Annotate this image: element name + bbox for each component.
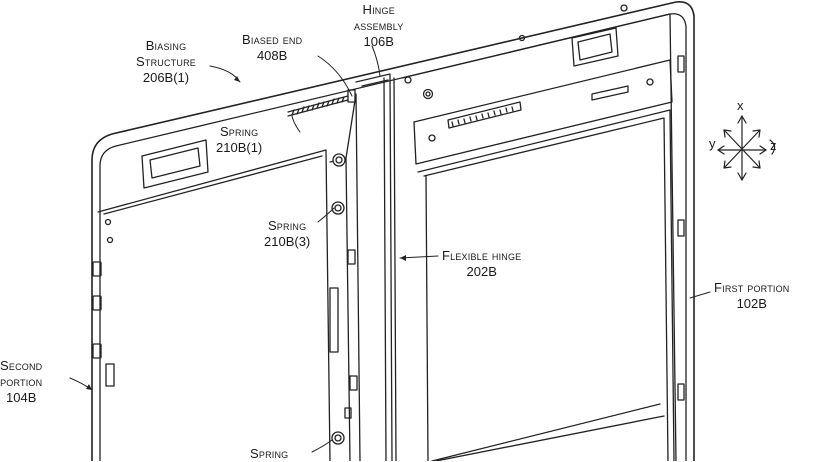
biasing-spring-coil xyxy=(287,95,349,117)
axis-x-label: x xyxy=(737,98,744,113)
spring-1-ref: 210B(1) xyxy=(216,140,263,155)
biasing-structure-ref: 206B(1) xyxy=(142,70,190,85)
leader-arrowheads xyxy=(86,76,406,390)
second-portion-ref: 104B xyxy=(6,390,37,405)
hinge-assembly-ref: 106B xyxy=(363,34,394,49)
second-portion-screen xyxy=(97,149,331,461)
first-portion-ref: 102B xyxy=(736,296,767,311)
hinge-assembly-line1: Hinge xyxy=(362,2,395,17)
biased-end-line1: Biased end xyxy=(242,32,303,47)
hinge-assembly-strip xyxy=(355,73,393,461)
device-outer-frame xyxy=(91,0,695,461)
hinge-assembly-line2: assembly xyxy=(354,18,404,33)
spring-1-line1: Spring xyxy=(219,124,259,139)
device-inner-frame xyxy=(99,13,687,461)
first-portion-screen xyxy=(417,109,675,461)
spring-bottom-line1: Spring xyxy=(250,446,289,461)
axis-z-label: z xyxy=(770,138,777,153)
biased-end-ref: 408B xyxy=(256,48,288,63)
second-portion-line2: portion xyxy=(0,374,43,389)
flexible-hinge-label: Flexible hinge 202B xyxy=(442,248,521,280)
second-portion-line1: Second xyxy=(0,358,43,373)
spring-knob-1 xyxy=(332,153,346,167)
first-portion-panel xyxy=(401,13,677,461)
biasing-structure-line1: Biasing xyxy=(145,38,187,53)
flexible-hinge-line xyxy=(393,77,397,461)
spring-knob-3 xyxy=(331,201,345,215)
axes-indicator xyxy=(717,115,776,181)
spring-1-label: Spring 210B(1) xyxy=(216,124,262,156)
top-bezel-plate xyxy=(413,59,673,165)
camera-housing-left xyxy=(141,139,209,189)
second-portion-label: Second portion 104B xyxy=(0,358,42,406)
biased-end-label: Biased end 408B xyxy=(242,32,302,64)
spring-3-line1: Spring xyxy=(267,218,307,233)
first-portion-line1: First portion xyxy=(714,280,790,295)
flexible-hinge-ref: 202B xyxy=(466,264,497,279)
spring-3-ref: 210B(3) xyxy=(264,234,311,249)
first-portion-label: First portion 102B xyxy=(714,280,790,312)
camera-housing-right xyxy=(571,27,619,67)
hinge-assembly-label: Hinge assembly 106B xyxy=(354,2,403,50)
biasing-structure-label: Biasing Structure 206B(1) xyxy=(136,38,196,86)
biasing-structure-line2: Structure xyxy=(136,54,196,69)
spring-bottom-label: Spring xyxy=(250,446,288,462)
axis-y-label: y xyxy=(709,136,716,151)
flexible-hinge-line1: Flexible hinge xyxy=(442,248,522,263)
spring-3-label: Spring 210B(3) xyxy=(264,218,310,250)
spring-knob-bottom xyxy=(331,431,345,445)
